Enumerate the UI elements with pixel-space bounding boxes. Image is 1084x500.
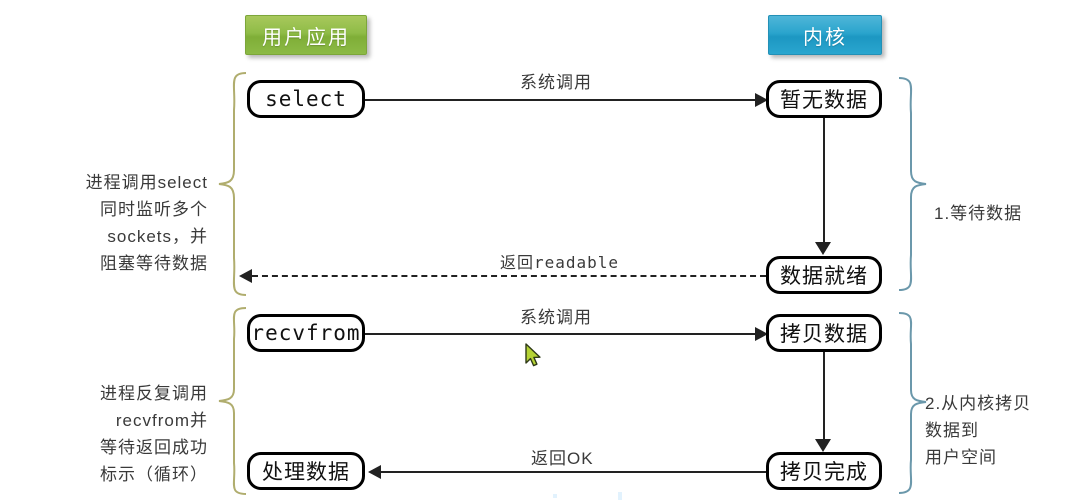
edge-arrow-recvfrom-syscall [755, 327, 768, 341]
user-application-label: 用户应用 [262, 26, 350, 49]
mouse-cursor-icon [525, 343, 541, 367]
edge-label-return-readable-text: 返回readable [500, 253, 620, 272]
edge-arrow-kernel-wait [815, 242, 831, 255]
annotation-right-phase-2: 2.从内核拷贝 数据到 用户空间 [925, 363, 1080, 471]
edge-line-return-readable [252, 275, 766, 277]
right-brace-phase-1 [898, 77, 927, 291]
edge-arrow-return-ok [368, 465, 381, 479]
left-brace-phase-1 [218, 72, 247, 296]
edge-label-return-ok-text: 返回OK [531, 449, 594, 468]
edge-line-recvfrom-syscall [365, 333, 757, 335]
node-process-data[interactable]: 处理数据 [247, 452, 365, 490]
edge-label-return-ok: 返回OK [531, 444, 594, 469]
node-recvfrom[interactable]: recvfrom [247, 314, 365, 352]
node-process-data-label: 处理数据 [262, 460, 350, 484]
edge-arrow-select-syscall [755, 93, 768, 107]
node-no-data-label: 暂无数据 [780, 88, 868, 112]
node-select-label: select [265, 87, 347, 111]
node-data-ready[interactable]: 数据就绪 [766, 256, 882, 294]
annotation-left-phase-2: 进程反复调用 recvfrom并 等待返回成功 标示（循环） [20, 353, 208, 488]
user-application-header: 用户应用 [245, 15, 367, 55]
edge-label-select-syscall: 系统调用 [520, 68, 592, 93]
node-copy-data[interactable]: 拷贝数据 [766, 314, 882, 352]
edge-label-recvfrom-syscall-text: 系统调用 [520, 308, 592, 327]
node-copy-data-label: 拷贝数据 [780, 322, 868, 346]
edge-line-return-ok [381, 471, 766, 473]
edge-label-recvfrom-syscall: 系统调用 [520, 303, 592, 328]
bottom-artifact-right [618, 492, 622, 500]
annotation-left-phase-2-text: 进程反复调用 recvfrom并 等待返回成功 标示（循环） [100, 384, 208, 484]
node-copy-done[interactable]: 拷贝完成 [766, 452, 882, 490]
edge-label-select-syscall-text: 系统调用 [520, 73, 592, 92]
node-copy-done-label: 拷贝完成 [780, 460, 868, 484]
annotation-right-phase-1-text: 1.等待数据 [934, 204, 1023, 223]
right-brace-phase-2 [898, 312, 927, 494]
node-select[interactable]: select [247, 80, 365, 118]
annotation-right-phase-2-text: 2.从内核拷贝 数据到 用户空间 [925, 394, 1032, 467]
kernel-header: 内核 [768, 15, 882, 55]
annotation-right-phase-1: 1.等待数据 [934, 173, 1079, 227]
node-data-ready-label: 数据就绪 [780, 264, 868, 288]
annotation-left-phase-1: 进程调用select 同时监听多个 sockets，并 阻塞等待数据 [20, 142, 208, 277]
edge-arrow-kernel-copy [815, 439, 831, 452]
left-brace-phase-2 [218, 307, 247, 495]
edge-line-select-syscall [365, 99, 757, 101]
edge-label-return-readable: 返回readable [500, 249, 619, 273]
node-recvfrom-label: recvfrom [251, 321, 361, 345]
edge-arrow-return-readable [239, 269, 252, 283]
edge-line-kernel-copy [823, 352, 825, 441]
bottom-artifact-left [553, 494, 557, 498]
edge-line-kernel-wait [823, 118, 825, 244]
annotation-left-phase-1-text: 进程调用select 同时监听多个 sockets，并 阻塞等待数据 [85, 173, 208, 273]
kernel-label: 内核 [803, 26, 847, 49]
node-no-data[interactable]: 暂无数据 [766, 80, 882, 118]
